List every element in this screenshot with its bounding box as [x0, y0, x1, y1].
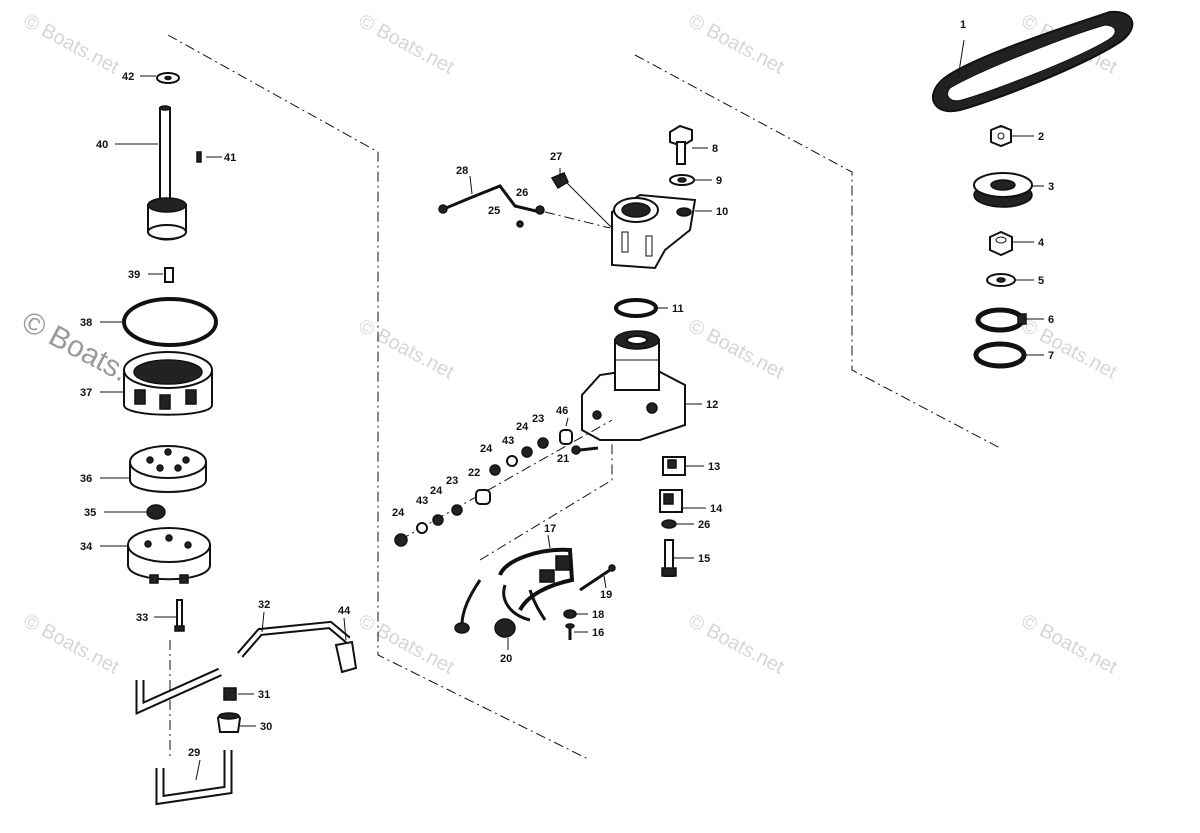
- part-label: 15: [698, 553, 710, 565]
- part-27-sensor: [550, 172, 613, 229]
- part-40-shaft: [147, 105, 187, 241]
- part-label: 33: [136, 612, 148, 624]
- part-label: 12: [706, 399, 718, 411]
- part-29-u-tube: [155, 750, 233, 806]
- part-33-screw: [174, 599, 185, 632]
- part-label: 17: [544, 523, 556, 535]
- part-44-hose-end: [334, 640, 358, 674]
- part-label: 16: [592, 627, 604, 639]
- part-label: 5: [1038, 275, 1044, 287]
- part-5-washer: [986, 273, 1016, 287]
- part-3-pulley: [973, 172, 1033, 208]
- part-label: 2: [1038, 131, 1044, 143]
- part-28-wire: [438, 184, 541, 214]
- part-label: 9: [716, 175, 722, 187]
- part-7-ring: [973, 341, 1027, 369]
- part-label: 36: [80, 473, 92, 485]
- part-label: 18: [592, 609, 604, 621]
- part-label: 11: [672, 303, 684, 315]
- part-label: 35: [84, 507, 96, 519]
- part-label: 40: [96, 139, 108, 151]
- part-label: 13: [708, 461, 720, 473]
- part-label: 41: [224, 152, 236, 164]
- part-label: 6: [1048, 314, 1054, 326]
- part-label: 22: [468, 467, 480, 479]
- part-31-clamp: [223, 687, 237, 701]
- part-label: 42: [122, 71, 134, 83]
- part-19-screw: [579, 564, 616, 592]
- part-label: 27: [550, 151, 562, 163]
- left-hose: [135, 667, 222, 715]
- part-13-clip: [662, 456, 686, 476]
- part-30-cap: [216, 712, 242, 733]
- part-label: 38: [80, 317, 92, 329]
- part-label: 10: [716, 206, 728, 218]
- part-14-clip: [659, 489, 683, 513]
- part-label: 32: [258, 599, 270, 611]
- part-label: 43: [416, 495, 428, 507]
- part-label: 30: [260, 721, 272, 733]
- part-label: 7: [1048, 350, 1054, 362]
- part-label: 23: [446, 475, 458, 487]
- part-6-clamp-ring: [975, 307, 1027, 333]
- part-25-26-fasteners: [516, 205, 611, 229]
- part-16-screw: [565, 623, 575, 640]
- part-label: 34: [80, 541, 93, 553]
- part-41-key: [196, 151, 202, 163]
- part-32-hose: [236, 620, 351, 658]
- part-38-oring: [122, 297, 218, 347]
- leader-lines: [100, 39, 1044, 781]
- part-42-washer: [156, 72, 180, 84]
- part-label: 21: [557, 453, 569, 465]
- part-label: 39: [128, 269, 140, 281]
- part-label: 19: [600, 589, 612, 601]
- part-label: 25: [488, 205, 500, 217]
- part-1-timing-belt: [931, 10, 1134, 113]
- part-36-stator: [129, 445, 207, 493]
- part-8-bolt: [669, 124, 693, 165]
- part-37-flywheel: [123, 351, 213, 416]
- part-label: 8: [712, 143, 718, 155]
- part-label: 1: [960, 19, 966, 31]
- part-4-nut: [989, 230, 1013, 257]
- part-label: 24: [480, 443, 493, 455]
- part-2-nut: [990, 124, 1012, 148]
- part-10-bracket: [611, 193, 697, 270]
- part-18-washer: [563, 609, 577, 619]
- spacer-washer-chain: [394, 419, 613, 547]
- part-21-screw: [571, 445, 599, 455]
- part-label: 26: [698, 519, 710, 531]
- part-label: 31: [258, 689, 270, 701]
- part-label: 24: [430, 485, 443, 497]
- part-label: 4: [1038, 237, 1045, 249]
- part-label: 43: [502, 435, 514, 447]
- part-label: 28: [456, 165, 468, 177]
- part-17-wire-harness: [454, 547, 575, 634]
- part-label: 37: [80, 387, 92, 399]
- part-label: 20: [500, 653, 512, 665]
- part-20-grommet: [494, 618, 516, 638]
- part-12-housing: [581, 330, 686, 441]
- part-label: 46: [556, 405, 568, 417]
- part-26-washer: [661, 519, 677, 529]
- part-39-pin: [164, 267, 174, 283]
- part-label: 24: [392, 507, 405, 519]
- part-11-oring: [614, 298, 658, 318]
- part-label: 29: [188, 747, 200, 759]
- part-label: 24: [516, 421, 529, 433]
- part-34-base: [127, 527, 211, 584]
- part-label: 26: [516, 187, 528, 199]
- part-label: 23: [532, 413, 544, 425]
- part-label: 44: [338, 605, 351, 617]
- part-labels: 1 2 3 4 5 6 7 8 9 10 11 12 13 14 26 15 1…: [80, 19, 1054, 759]
- part-label: 14: [710, 503, 723, 515]
- part-9-washer: [669, 174, 695, 186]
- part-label: 3: [1048, 181, 1054, 193]
- part-35-nut: [146, 504, 166, 520]
